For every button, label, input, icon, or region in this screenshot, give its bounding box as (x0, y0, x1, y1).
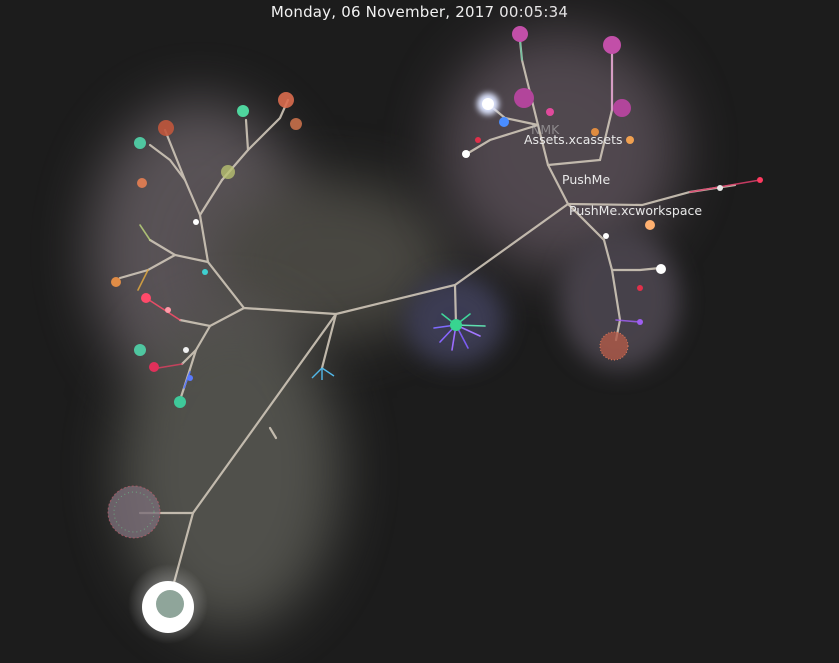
date-display: Monday, 06 November, 2017 00:05:34 (270, 3, 569, 21)
colored-branches (137, 39, 761, 389)
node-label-faded: NMK (531, 122, 560, 137)
directory-branches (118, 38, 737, 592)
file-nodes[interactable] (107, 26, 763, 644)
node-label-assets: Assets.xcassets (524, 132, 623, 147)
background-glow (90, 30, 680, 630)
node-label-root: PushMe (562, 172, 610, 187)
node-label-workspace: PushMe.xcworkspace (569, 203, 702, 218)
